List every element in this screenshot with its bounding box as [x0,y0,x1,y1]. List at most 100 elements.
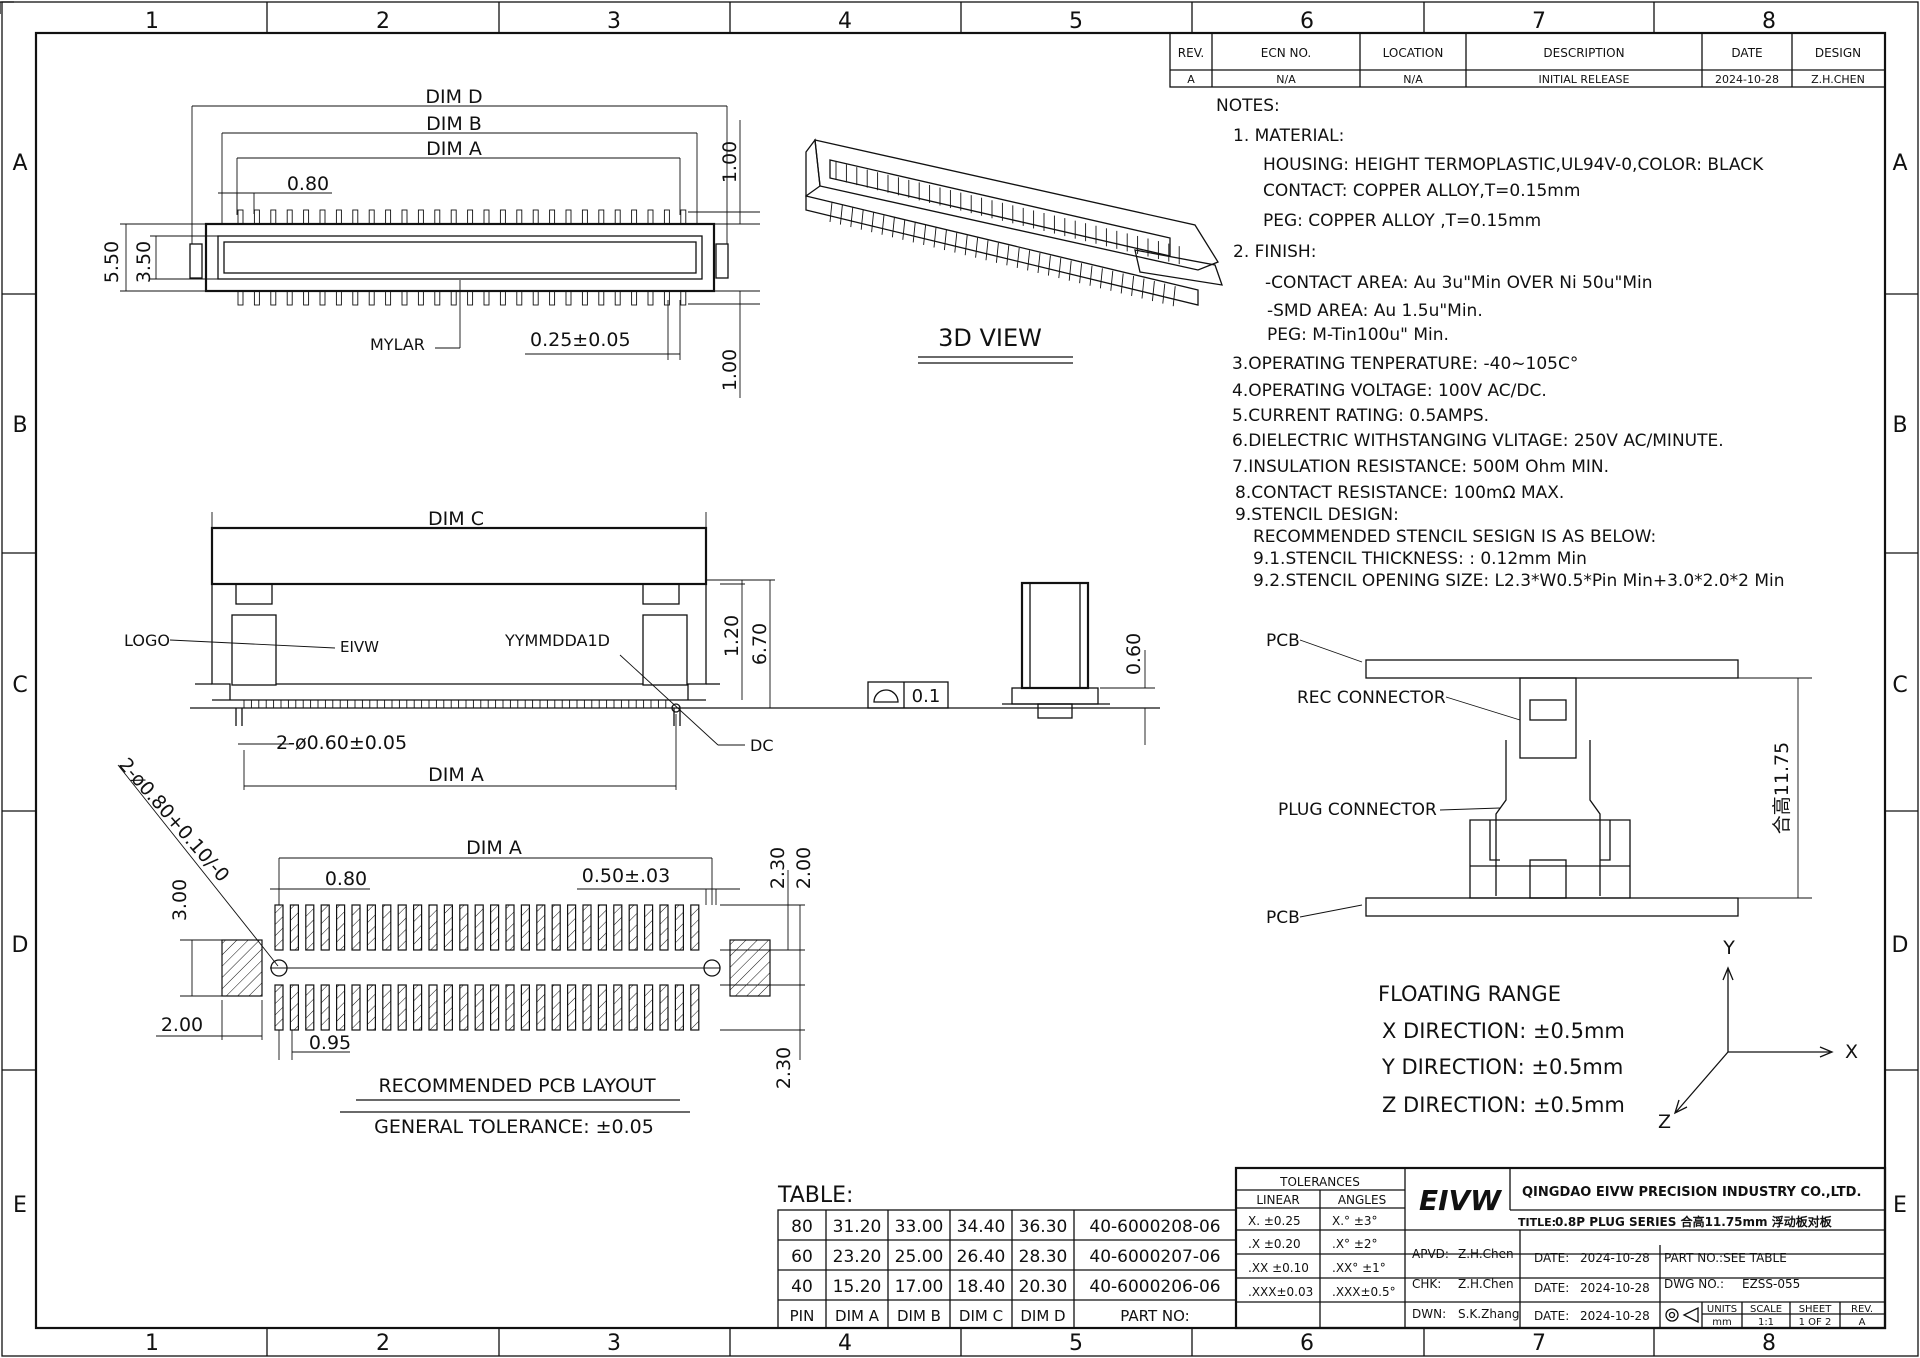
table-cell: 40-6000208-06 [1089,1217,1220,1237]
date-label: DATE: [1534,1251,1569,1265]
col-label-5: 5 [1069,9,1083,34]
rev-label: REV. [1851,1304,1873,1315]
pcb-dim-a-label: DIM A [466,837,522,859]
pin-width-label: 0.25±0.05 [530,329,631,351]
pin [1141,278,1145,299]
rev-header-description: DESCRIPTION [1543,46,1624,60]
pin [680,290,687,306]
pad [659,904,669,951]
pad [490,904,500,951]
note-line: PEG: COPPER ALLOY ,T=0.15mm [1263,211,1541,231]
pin [401,290,408,306]
apvd-value: Z.H.Chen [1458,1247,1514,1261]
rev-cell-rev: A [1187,73,1195,86]
pad [443,904,453,951]
chk-label: CHK: [1412,1277,1441,1291]
revision-table: REV. ECN NO. LOCATION DESCRIPTION DATE D… [1169,32,1886,88]
pad [428,984,438,1031]
3d-pins [829,201,1176,307]
table-cell: 36.30 [1019,1217,1068,1237]
pin [1151,281,1155,302]
table-cell: 34.40 [957,1217,1006,1237]
table-cell: 26.40 [957,1247,1006,1267]
row-label-e: E [13,1193,27,1218]
note-line: 9.1.STENCIL THICKNESS: : 0.12mm Min [1253,549,1587,569]
side-dim-a-label: DIM A [428,764,484,786]
notes-block: NOTES: 1. MATERIAL: HOUSING: HEIGHT TERM… [1216,96,1785,591]
eivw-mark-callout: EIVW [340,638,379,656]
tol-angles-header: ANGLES [1338,1193,1386,1207]
table-cell: 23.20 [833,1247,882,1267]
floating-y: Y DIRECTION: ±0.5mm [1381,1055,1623,1079]
pad [274,904,284,951]
pin [385,209,392,225]
pin [352,209,359,225]
col-label-4: 4 [838,9,852,34]
dc-callout: DC [750,736,774,755]
row-label-b-right: B [1892,413,1907,438]
pad [613,984,623,1031]
top-pin-row-lower [237,290,687,306]
title-block: TOLERANCES LINEAR ANGLES X. ±0.25 X.° ±3… [1234,1166,1887,1330]
pin [417,209,424,225]
table-cell: 20.30 [1019,1277,1068,1297]
note-line: -SMD AREA: Au 1.5u"Min. [1267,301,1483,321]
pad [659,984,669,1031]
row-label-d: D [12,933,29,958]
note-line: 7.INSULATION RESISTANCE: 500M Ohm MIN. [1232,457,1609,477]
rev-cell-location: N/A [1403,73,1423,86]
col-label-3-bottom: 3 [607,1331,621,1356]
side-view: DIM C LOGO EIVW YYMMDDA1D 1.20 6.70 2-ø0… [124,508,1160,790]
dim-c-label: DIM C [428,508,484,530]
table-cell: 25.00 [895,1247,944,1267]
note-line: 8.CONTACT RESISTANCE: 100mΩ MAX. [1235,483,1564,503]
pin [891,217,895,238]
tol-cell: X. ±0.25 [1248,1214,1301,1228]
pad [505,904,515,951]
dim-b-label: DIM B [426,113,482,135]
pin [680,209,687,225]
notes-title: NOTES: [1216,96,1280,116]
pin [860,209,864,230]
tol-cell: .XXX±0.03 [1248,1285,1313,1299]
pin [1016,247,1020,268]
pad [320,984,330,1031]
pad [366,984,376,1031]
pad [351,984,361,1031]
pad [597,904,608,951]
pin [647,209,654,225]
table-header: DIM D [1020,1307,1065,1325]
pad [397,904,407,951]
pad [628,904,638,951]
table-cell: 31.20 [833,1217,882,1237]
date-value-1: 2024-10-28 [1580,1251,1650,1265]
note-line: 2. FINISH: [1233,242,1316,262]
table-cell: 17.00 [895,1277,944,1297]
note-line: 4.OPERATING VOLTAGE: 100V AC/DC. [1232,381,1547,401]
pin [871,212,875,233]
pcb-height-a-label: 2.30 [767,847,789,889]
pin [881,214,885,235]
col-label-6: 6 [1300,9,1314,34]
pad [474,904,484,951]
pin [565,209,572,225]
pin [902,219,906,240]
floating-range: FLOATING RANGE X DIRECTION: ±0.5mm Y DIR… [1378,937,1858,1133]
note-line: 9.STENCIL DESIGN: [1235,505,1399,525]
col-label-1-bottom: 1 [145,1331,159,1356]
table-cell: 80 [791,1217,813,1237]
pin [368,290,375,306]
pin [1110,270,1114,291]
pin [964,235,968,256]
pin [483,209,490,225]
col-label-7: 7 [1532,9,1546,34]
pin [319,209,326,225]
flatness-value: 0.1 [912,686,941,707]
pin [270,209,277,225]
pcb-side-label: 3.00 [169,879,191,921]
rev-header-rev: REV. [1178,46,1204,60]
rev-cell-design: Z.H.CHEN [1811,73,1865,86]
sheet-label: SHEET [1799,1304,1833,1315]
rev-cell-date: 2024-10-28 [1715,73,1779,86]
